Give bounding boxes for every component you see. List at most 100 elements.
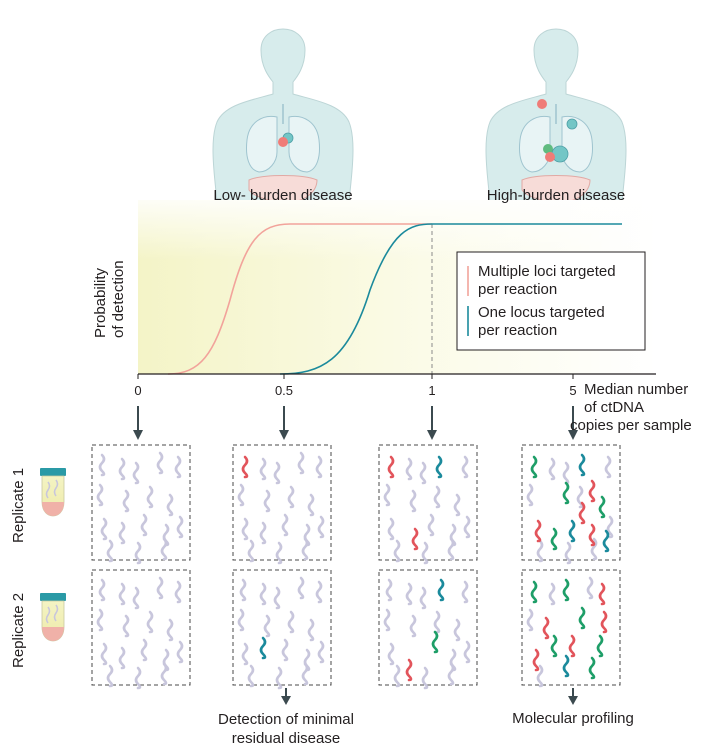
ctdna-fragment-red	[588, 523, 596, 547]
ctdna-fragment-red	[241, 455, 249, 479]
wild-type-fragment	[174, 580, 182, 604]
mrd-caption: Detection of minimal residual disease	[196, 710, 376, 748]
wild-type-fragment	[297, 576, 305, 600]
ctdna-fragment-red	[542, 616, 550, 640]
ctdna-fragment-red	[387, 455, 395, 479]
ctdna-fragment-green	[578, 606, 586, 630]
wild-type-fragment	[160, 662, 168, 686]
wild-type-fragment	[387, 642, 395, 666]
wild-type-fragment	[273, 586, 281, 610]
wild-type-fragment	[281, 513, 289, 537]
tick-label-0: 0	[134, 383, 142, 398]
wild-type-fragment	[449, 648, 457, 672]
ctdna-fragment-green	[550, 527, 558, 551]
wild-type-fragment	[419, 586, 427, 610]
wild-type-fragment	[453, 618, 461, 642]
wild-type-fragment	[297, 451, 305, 475]
wild-type-fragment	[132, 461, 140, 485]
replicate-2-label: Replicate 2	[10, 592, 27, 668]
wild-type-fragment	[536, 539, 544, 563]
ctdna-fragment-teal	[259, 636, 267, 660]
wild-type-fragment	[118, 582, 126, 606]
low-burden-label: Low- burden disease	[213, 187, 353, 204]
wild-type-fragment	[237, 483, 245, 507]
ctdna-fragment-red	[588, 479, 596, 503]
wild-type-fragment	[307, 618, 315, 642]
wild-type-fragment	[447, 537, 455, 561]
wild-type-fragment	[118, 457, 126, 481]
wild-type-fragment	[447, 662, 455, 686]
high-burden-label: High-burden disease	[486, 187, 626, 204]
x-axis-title-line3: copies per sample	[570, 417, 692, 434]
wild-type-fragment	[132, 586, 140, 610]
wild-type-fragment	[273, 461, 281, 485]
x-axis-title: Median number of ctDNA copies per sample	[570, 381, 692, 435]
legend-entry-one-locus: One locus targeted per reaction	[478, 304, 605, 340]
wild-type-fragment	[122, 489, 130, 513]
wild-type-fragment	[419, 461, 427, 485]
y-axis-label-line1: Probability	[92, 267, 109, 338]
wild-type-fragment	[315, 455, 323, 479]
wild-type-fragment	[259, 457, 267, 481]
replicate-2-sample-box-3	[378, 569, 478, 686]
wild-type-fragment	[176, 515, 184, 539]
one-locus-curve	[279, 223, 622, 375]
wild-type-fragment	[162, 648, 170, 672]
wild-type-fragment	[433, 610, 441, 634]
wild-type-fragment	[526, 483, 534, 507]
ctdna-fragment-green	[530, 455, 538, 479]
wild-type-fragment	[98, 453, 106, 477]
tick-label-5: 5	[569, 383, 577, 398]
x-axis-title-line1: Median number	[584, 381, 689, 398]
ctdna-fragment-red	[600, 610, 608, 634]
wild-type-fragment	[301, 662, 309, 686]
wild-type-fragment	[247, 664, 255, 688]
wild-type-fragment	[433, 485, 441, 509]
wild-type-fragment	[604, 455, 612, 479]
wild-type-fragment	[586, 576, 594, 600]
wild-type-fragment	[247, 539, 255, 563]
ctdna-fragment-teal	[578, 453, 586, 477]
wild-type-fragment	[134, 666, 142, 690]
wild-type-fragment	[606, 515, 614, 539]
wild-type-fragment	[303, 648, 311, 672]
wild-type-fragment	[393, 539, 401, 563]
wild-type-fragment	[156, 576, 164, 600]
replicate-1-sample-box-3	[378, 444, 478, 561]
replicate-1-sample-box-1	[91, 444, 191, 561]
wild-type-fragment	[427, 513, 435, 537]
ctdna-fragment-teal	[435, 455, 443, 479]
wild-type-fragment	[263, 489, 271, 513]
ctdna-fragment-red	[534, 519, 542, 543]
wild-type-fragment	[263, 614, 271, 638]
wild-type-fragment	[287, 610, 295, 634]
molecular-profiling-caption: Molecular profiling	[512, 710, 634, 727]
mrd-caption-line1: Detection of minimal	[218, 711, 354, 728]
wild-type-fragment	[174, 455, 182, 479]
ctdna-fragment-red	[532, 648, 540, 672]
wild-type-fragment	[383, 608, 391, 632]
wild-type-fragment	[461, 580, 469, 604]
wild-type-fragment	[564, 541, 572, 565]
wild-type-fragment	[275, 666, 283, 690]
wild-type-fragment	[449, 523, 457, 547]
ctdna-fragment-green	[550, 634, 558, 658]
wild-type-fragment	[239, 578, 247, 602]
wild-type-fragment	[96, 483, 104, 507]
wild-type-fragment	[106, 664, 114, 688]
wild-type-fragment	[146, 485, 154, 509]
wild-type-fragment	[176, 640, 184, 664]
wild-type-fragment	[118, 521, 126, 545]
ctdna-fragment-green	[431, 630, 439, 654]
tick-label-0-5: 0.5	[274, 383, 294, 398]
wild-type-fragment	[96, 608, 104, 632]
wild-type-fragment	[536, 664, 544, 688]
wild-type-fragment	[162, 523, 170, 547]
ctdna-fragment-teal	[437, 578, 445, 602]
ctdna-fragment-green	[598, 495, 606, 519]
wild-type-fragment	[237, 608, 245, 632]
ctdna-fragment-teal	[568, 519, 576, 543]
wild-type-fragment	[405, 582, 413, 606]
ctdna-fragment-teal	[562, 654, 570, 678]
wild-type-fragment	[98, 578, 106, 602]
